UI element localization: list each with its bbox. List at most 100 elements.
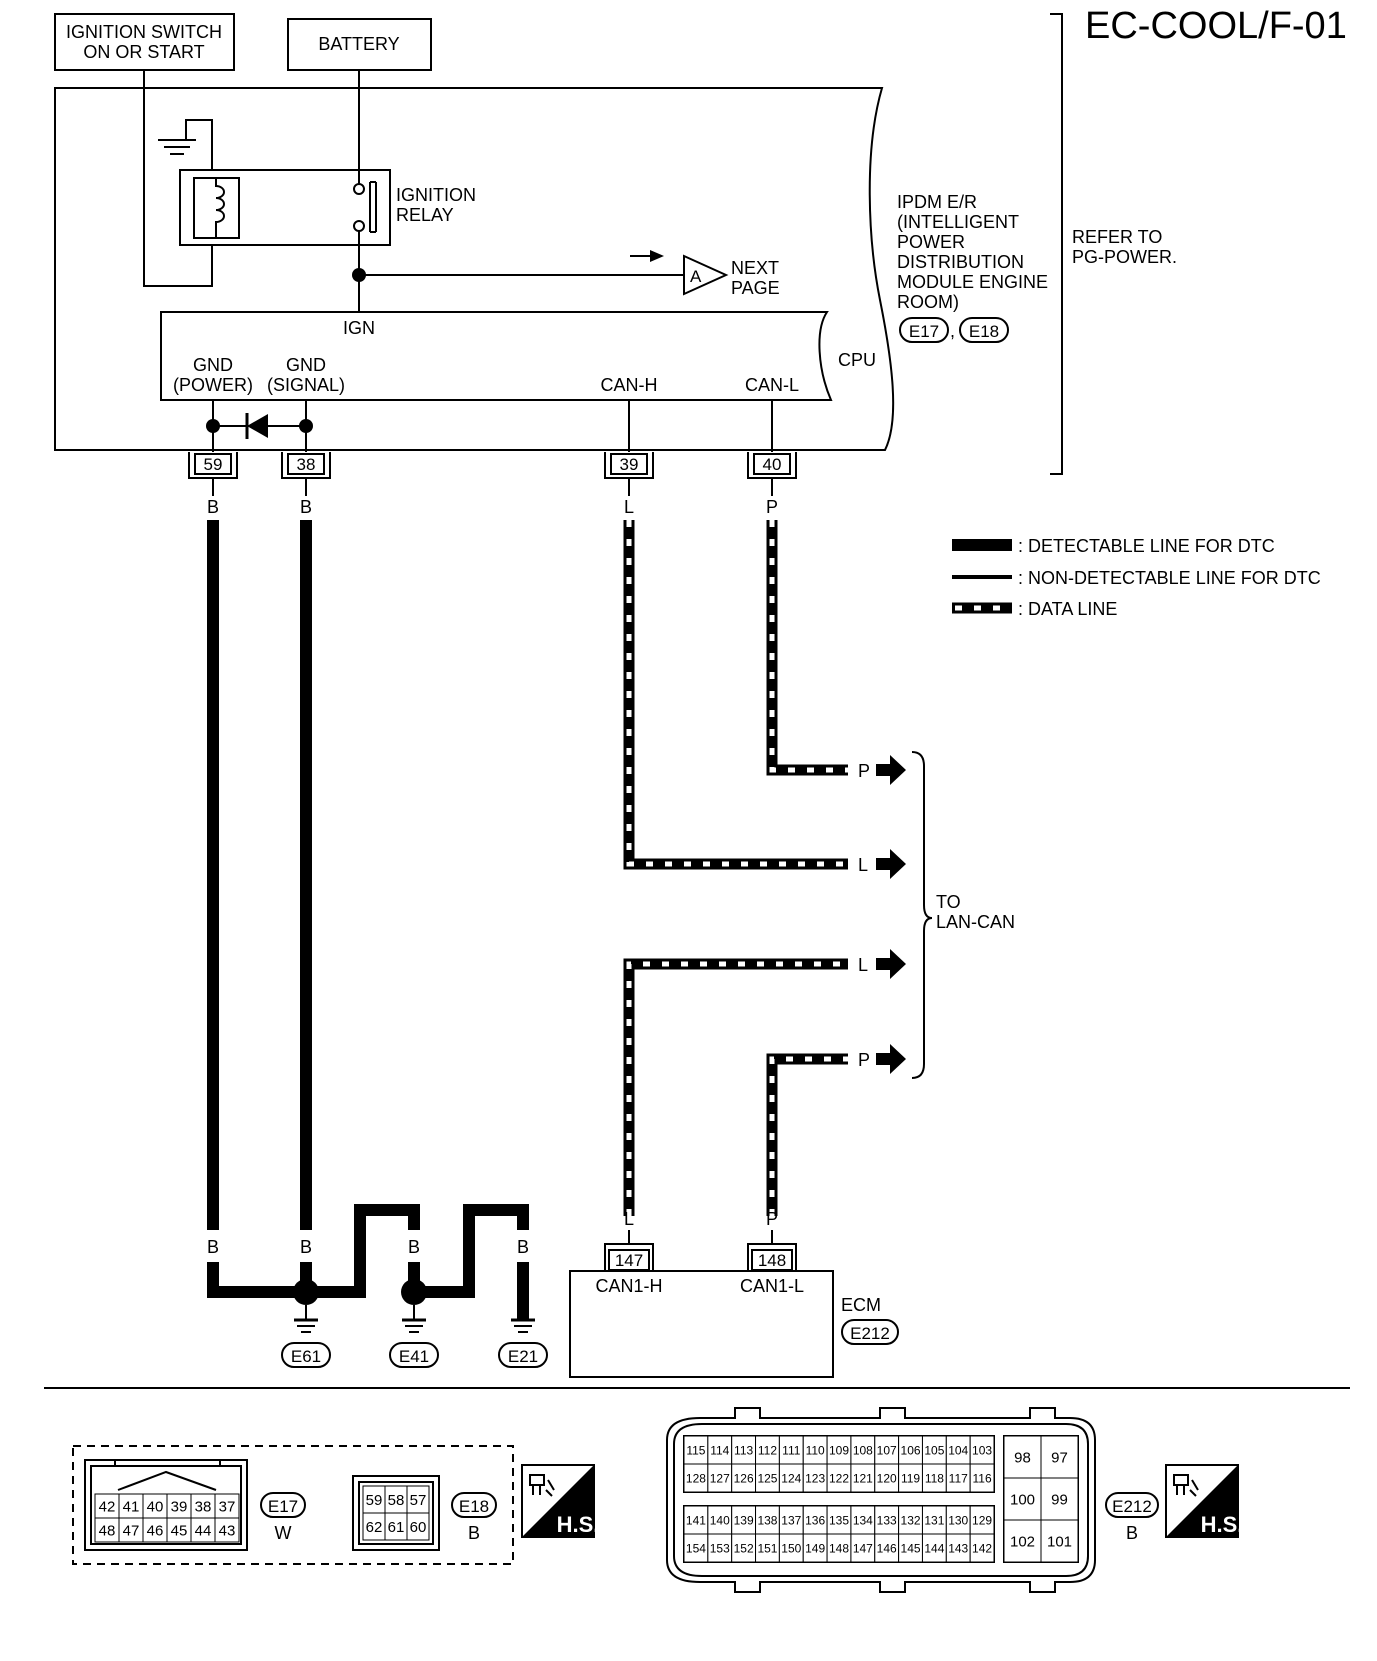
pin-number: 126 — [734, 1471, 754, 1485]
wire-color-label: B — [354, 1237, 366, 1257]
pin-number: 153 — [710, 1541, 730, 1555]
svg-text:E212: E212 — [850, 1324, 890, 1343]
pin-number: 101 — [1047, 1533, 1072, 1550]
svg-text:E212: E212 — [1112, 1497, 1152, 1516]
pin-number: 122 — [829, 1471, 849, 1485]
wire-color-label: B — [517, 1237, 529, 1257]
pin-number: 130 — [948, 1513, 968, 1527]
svg-text:E61: E61 — [291, 1347, 321, 1366]
svg-text:L: L — [858, 855, 868, 875]
svg-text:CAN-L: CAN-L — [745, 375, 799, 395]
pin-number: 146 — [877, 1541, 897, 1555]
pin-number: 135 — [829, 1513, 849, 1527]
pin-cell — [142, 1493, 168, 1519]
svg-text:59: 59 — [204, 455, 223, 474]
ecm-block: CAN1-H CAN1-L ECM E212 — [569, 1270, 899, 1378]
pin-number: 140 — [710, 1513, 730, 1527]
svg-text:W: W — [275, 1523, 292, 1543]
svg-text:CAN-H: CAN-H — [601, 375, 658, 395]
pin-number: 127 — [710, 1471, 730, 1485]
wire-color-label: B — [300, 1237, 312, 1257]
terminal-39: 39 — [604, 452, 654, 479]
pin-number: 39 — [171, 1498, 188, 1515]
ground-e21: E21 — [498, 1318, 548, 1368]
svg-text:PG-POWER.: PG-POWER. — [1072, 247, 1177, 267]
pin-cell — [142, 1517, 168, 1543]
ground-e41: E41 — [389, 1305, 439, 1368]
pin-number: 147 — [853, 1541, 873, 1555]
svg-text:POWER: POWER — [897, 232, 965, 252]
pin-number: 59 — [366, 1492, 383, 1509]
pin-number: 123 — [805, 1471, 825, 1485]
pin-number: 145 — [901, 1541, 921, 1555]
pin-number: 142 — [972, 1541, 992, 1555]
svg-text:RELAY: RELAY — [396, 205, 454, 225]
wire-color-label: L — [624, 497, 634, 517]
svg-text:CAN1-H: CAN1-H — [595, 1276, 662, 1296]
pin-number: 124 — [781, 1471, 801, 1485]
pin-number: 111 — [782, 1443, 801, 1457]
svg-text:148: 148 — [758, 1251, 786, 1270]
pin-number: 113 — [734, 1443, 753, 1457]
svg-text:DISTRIBUTION: DISTRIBUTION — [897, 252, 1024, 272]
ipdm-bracket — [1050, 13, 1063, 475]
ignition-relay: IGNITION RELAY — [179, 169, 476, 246]
svg-text:MODULE ENGINE: MODULE ENGINE — [897, 272, 1048, 292]
pin-number: 134 — [853, 1513, 873, 1527]
pin-number: 128 — [686, 1471, 706, 1485]
pin-number: 41 — [123, 1498, 140, 1515]
pin-number: 133 — [877, 1513, 897, 1527]
can-h-line-upper — [623, 520, 848, 870]
wire-color-label: P — [766, 1209, 778, 1229]
pin-number: 139 — [734, 1513, 754, 1527]
terminal-40: 40 — [747, 452, 797, 479]
pin-cell — [1003, 1435, 1042, 1479]
pin-number: 125 — [757, 1471, 777, 1485]
pin-number: 112 — [758, 1443, 777, 1457]
legend: : DETECTABLE LINE FOR DTC : NON-DETECTAB… — [952, 536, 1321, 619]
pin-number: 38 — [195, 1498, 212, 1515]
svg-text:147: 147 — [615, 1251, 643, 1270]
pin-number: 131 — [924, 1513, 944, 1527]
pin-number: 45 — [171, 1522, 188, 1539]
wire-color-label: L — [624, 1209, 634, 1229]
pin-number: 105 — [924, 1443, 944, 1457]
ground-link-2 — [414, 1204, 529, 1298]
pin-cell — [214, 1517, 240, 1543]
pin-number: 108 — [853, 1443, 873, 1457]
lan-can-arrow-l2: L — [858, 949, 906, 979]
svg-text:(POWER): (POWER) — [173, 375, 253, 395]
svg-text:ROOM): ROOM) — [897, 292, 959, 312]
pin-number: 104 — [948, 1443, 968, 1457]
pin-number: 151 — [757, 1541, 777, 1555]
svg-text:E21: E21 — [508, 1347, 538, 1366]
pin-number: 115 — [686, 1443, 705, 1457]
harness-side-icon: H.S. — [1165, 1464, 1243, 1538]
cpu-block: IGN GND (POWER) GND (SIGNAL) CAN-H CAN-L… — [160, 311, 876, 401]
svg-text:H.S.: H.S. — [557, 1512, 600, 1537]
lan-can-label: LAN-CAN — [936, 912, 1015, 932]
next-page-connector: A NEXT PAGE — [683, 254, 780, 298]
pin-number: 149 — [805, 1541, 825, 1555]
diagram-code: EC-COOL/F-01 — [1085, 5, 1347, 47]
pin-number: 57 — [410, 1492, 427, 1509]
svg-text:E18: E18 — [459, 1497, 489, 1516]
lan-can-arrow-l1: L — [858, 849, 906, 879]
pin-cell — [1003, 1519, 1042, 1563]
svg-text:GND: GND — [193, 355, 233, 375]
pin-number: 110 — [806, 1443, 825, 1457]
svg-text:,: , — [950, 321, 955, 341]
pin-number: 99 — [1051, 1491, 1068, 1508]
pin-number: 121 — [853, 1471, 873, 1485]
svg-text:E17: E17 — [268, 1497, 298, 1516]
ground-link-1 — [306, 1204, 420, 1298]
lan-can-arrow-p2: P — [858, 1044, 906, 1074]
can1-l-line-lower — [766, 1053, 848, 1216]
svg-text:P: P — [858, 1050, 870, 1070]
pin-number: 119 — [901, 1471, 920, 1485]
pin-number: 150 — [781, 1541, 801, 1555]
wire-color-label: B — [207, 497, 219, 517]
ground-e61: E61 — [281, 1305, 331, 1368]
gnd-power-run — [207, 1262, 306, 1298]
